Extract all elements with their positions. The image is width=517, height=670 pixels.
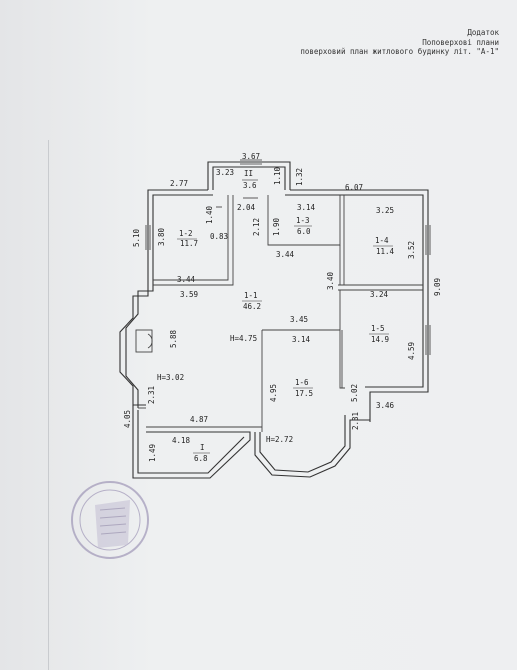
dimension-labels: 3.67 3.23 1.10 1.32 2.77 6.07 2.04 3.14 …: [123, 152, 442, 462]
dim-231b: 2.31: [351, 412, 360, 430]
room-1-2-number: 1-2: [179, 229, 193, 238]
room-1-1-number: 1-1: [244, 291, 258, 300]
dim-277: 2.77: [170, 179, 188, 188]
dim-344a: 3.44: [276, 250, 295, 259]
dim-344b: 3.44: [177, 275, 196, 284]
room-ii-area: 3.6: [243, 181, 257, 190]
dim-607: 6.07: [345, 183, 363, 192]
dim-346: 3.46: [376, 401, 395, 410]
page-fold: [48, 140, 49, 670]
room-1-6-area: 17.5: [295, 389, 313, 398]
fireplace: [135, 329, 153, 353]
dim-459: 4.59: [407, 342, 416, 360]
dim-204: 2.04: [237, 203, 256, 212]
official-stamp: [71, 481, 149, 559]
room-1-3-number: 1-3: [296, 216, 310, 225]
dim-352: 3.52: [407, 241, 416, 259]
inner-walls: [138, 195, 423, 432]
dim-588: 5.88: [169, 329, 178, 348]
dim-110: 1.10: [273, 166, 282, 185]
dim-325: 3.25: [376, 206, 394, 215]
outer-walls: [119, 161, 429, 479]
plans-label: Поповерхові плани: [422, 37, 499, 47]
dim-359: 3.59: [180, 290, 198, 299]
dim-380: 3.80: [157, 227, 166, 246]
dim-149: 1.49: [148, 444, 157, 462]
document-header: Додаток Поповерхові плани поверховий пла…: [300, 28, 499, 57]
appendix-label: Додаток: [467, 28, 499, 37]
room-i-number: I: [200, 443, 205, 452]
room-1-6-number: 1-6: [295, 378, 309, 387]
dim-231a: 2.31: [147, 386, 156, 404]
room-i-area: 6.8: [194, 454, 208, 463]
room-1-5-area: 14.9: [371, 335, 389, 344]
height-302: H=3.02: [157, 373, 184, 382]
room-1-3-area: 6.0: [297, 227, 311, 236]
room-labels: II 3.6 1-3 6.0 1-2 11.7 1-4 11.4 1-1 46.…: [177, 169, 395, 463]
dim-132: 1.32: [295, 168, 304, 186]
dim-418: 4.18: [172, 436, 191, 445]
dim-909: 9.09: [433, 278, 442, 296]
dim-324: 3.24: [370, 290, 389, 299]
dim-495: 4.95: [269, 384, 278, 402]
dim-323: 3.23: [216, 168, 234, 177]
room-1-1-area: 46.2: [243, 302, 261, 311]
dim-140: 1.40: [205, 205, 214, 224]
room-1-5-number: 1-5: [371, 324, 385, 333]
plan-title: поверховий план житлового будинку літ. "…: [300, 47, 499, 56]
dim-345: 3.45: [290, 315, 308, 324]
dim-510: 5.10: [132, 228, 141, 247]
room-ii-number: II: [244, 169, 253, 178]
height-272: H=2.72: [266, 435, 293, 444]
dim-212: 2.12: [252, 218, 261, 236]
dim-405: 4.05: [123, 410, 132, 428]
dim-340: 3.40: [326, 271, 335, 290]
dim-487: 4.87: [190, 415, 208, 424]
windows: [145, 159, 431, 355]
dim-367: 3.67: [242, 152, 260, 161]
dim-083: 0.83: [210, 232, 228, 241]
room-1-4-area: 11.4: [376, 247, 395, 256]
dim-190: 1.90: [272, 217, 281, 236]
dim-502: 5.02: [350, 384, 359, 402]
room-1-2-area: 11.7: [180, 239, 198, 248]
dim-314a: 3.14: [297, 203, 316, 212]
dim-314b: 3.14: [292, 335, 311, 344]
room-1-4-number: 1-4: [375, 236, 389, 245]
height-475: H=4.75: [230, 334, 257, 343]
